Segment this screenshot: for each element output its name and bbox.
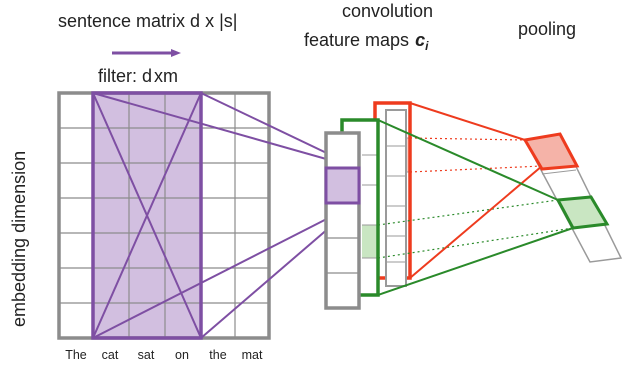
green-pool-links — [377, 119, 574, 296]
sentence-matrix — [57, 91, 271, 340]
red-pool-links — [409, 102, 543, 279]
filter-diagonals — [92, 92, 202, 339]
pooling-dotted-links — [377, 137, 574, 259]
word-label: cat — [102, 348, 119, 362]
embedding-dimension-label: embedding dimension — [9, 151, 29, 327]
word-label: sat — [138, 348, 155, 362]
word-label: the — [209, 348, 226, 362]
pooling-title: pooling — [518, 19, 576, 39]
pooled-cell-green — [555, 195, 610, 230]
feature-map-gray — [385, 109, 407, 287]
word-labels: The cat sat on the mat — [65, 348, 263, 362]
pooled-cell-red — [522, 132, 580, 171]
feature-map-gray-front — [324, 131, 361, 310]
word-label: mat — [242, 348, 263, 362]
filter-window — [91, 91, 203, 340]
word-label: on — [175, 348, 189, 362]
word-label: The — [65, 348, 87, 362]
sentence-matrix-title: sentence matrix d x |s| — [58, 11, 237, 31]
convolved-cell — [324, 166, 361, 205]
convolution-title: convolution — [342, 1, 433, 21]
